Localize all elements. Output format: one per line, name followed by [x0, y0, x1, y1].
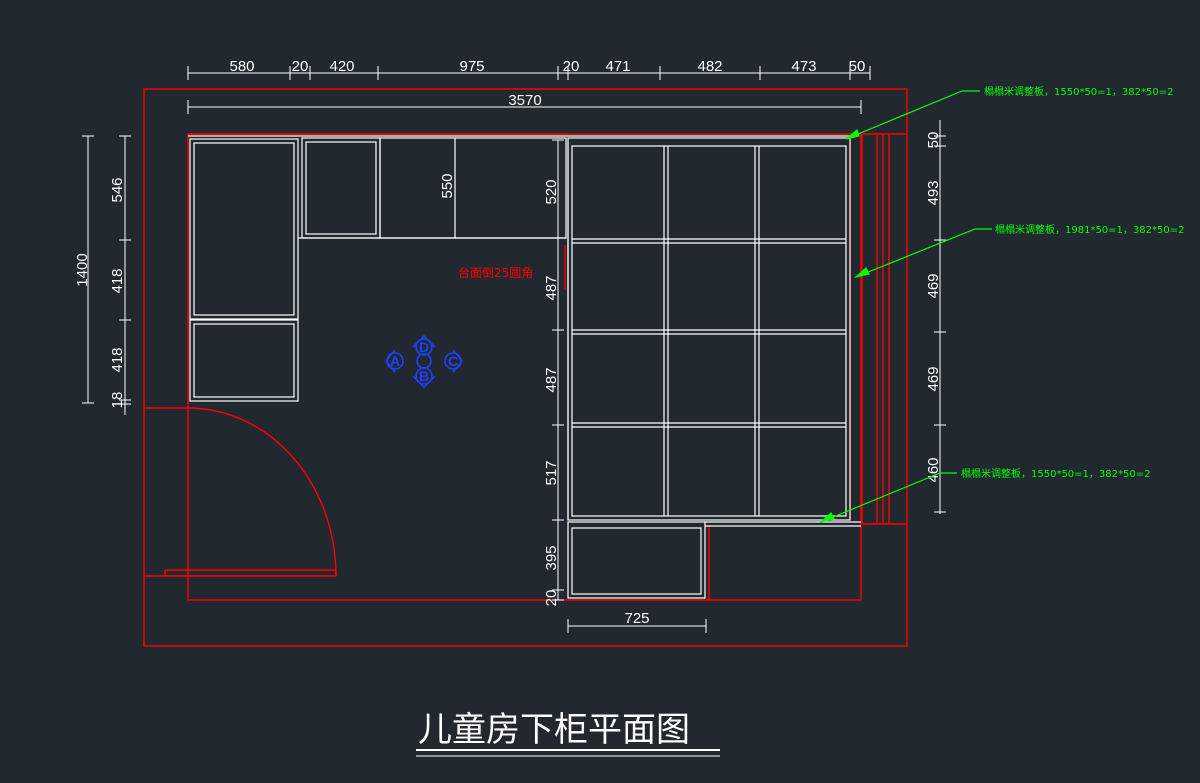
- top-dim-7: 473: [791, 58, 816, 75]
- top-dim-5: 471: [605, 58, 630, 75]
- drawing-title: 儿童房下柜平面图: [418, 710, 690, 750]
- center-dim-2: 517: [543, 460, 560, 485]
- right-dim-1: 493: [925, 180, 942, 205]
- left-dim-seg-0: 546: [109, 177, 126, 202]
- tatami-note-2: 榻榻米调整板，1981*50=1，382*50=2: [995, 223, 1184, 236]
- tatami-note-1: 榻榻米调整板，1550*50=1，382*50=2: [984, 85, 1173, 98]
- view-direction-markers[interactable]: [385, 334, 463, 389]
- center-dim-0: 487: [543, 275, 560, 300]
- center-dim-4: 20: [543, 590, 560, 607]
- left-dim-total: 1400: [74, 253, 91, 286]
- overall-dim: 3570: [508, 92, 541, 109]
- outer-wall: [143, 88, 908, 647]
- tatami-platform: [567, 137, 851, 521]
- top-dim-0: 580: [229, 58, 254, 75]
- right-dim-4: 460: [925, 457, 942, 482]
- right-upper-dim: 520: [543, 179, 560, 204]
- top-dim-8: 50: [849, 58, 866, 75]
- left-dim-seg-3: 18: [109, 392, 126, 409]
- center-dim-1: 487: [543, 367, 560, 392]
- center-dim-3: 395: [543, 545, 560, 570]
- leader-lines: [818, 90, 992, 524]
- inner-wall: [187, 133, 862, 601]
- right-dim-2: 469: [925, 273, 942, 298]
- left-cabinet-lower: [189, 319, 299, 402]
- top-dim-4: 20: [563, 58, 580, 75]
- marker-a: A: [390, 353, 400, 369]
- right-dim-3: 469: [925, 366, 942, 391]
- top-cabinet-2: [379, 137, 567, 239]
- upper-cabinet-depth-dim: 550: [439, 173, 456, 198]
- right-dim-0: 50: [925, 132, 942, 149]
- tatami-note-3: 榻榻米调整板，1550*50=1，382*50=2: [961, 467, 1150, 480]
- countertop-note: 台面倒25圆角: [458, 265, 533, 280]
- left-dim-seg-1: 418: [109, 268, 126, 293]
- right-dimension-chain: [934, 120, 946, 514]
- top-dim-6: 482: [697, 58, 722, 75]
- room-walls: [143, 88, 908, 647]
- marker-c: C: [448, 353, 458, 369]
- left-cabinet-upper: [189, 138, 299, 320]
- top-dimension-chain: [187, 66, 871, 114]
- top-cabinet-1: [301, 137, 381, 239]
- top-dim-1: 20: [292, 58, 309, 75]
- door-swing-arc: [187, 407, 337, 577]
- bottom-dim: 725: [624, 610, 649, 627]
- left-dimension-chain: [82, 135, 131, 415]
- marker-b: B: [419, 368, 429, 384]
- marker-d: D: [419, 339, 429, 355]
- step-cabinet: [567, 521, 706, 599]
- cabinets: [188, 135, 861, 599]
- left-dim-seg-2: 418: [109, 347, 126, 372]
- top-dim-3: 975: [459, 58, 484, 75]
- top-dim-2: 420: [329, 58, 354, 75]
